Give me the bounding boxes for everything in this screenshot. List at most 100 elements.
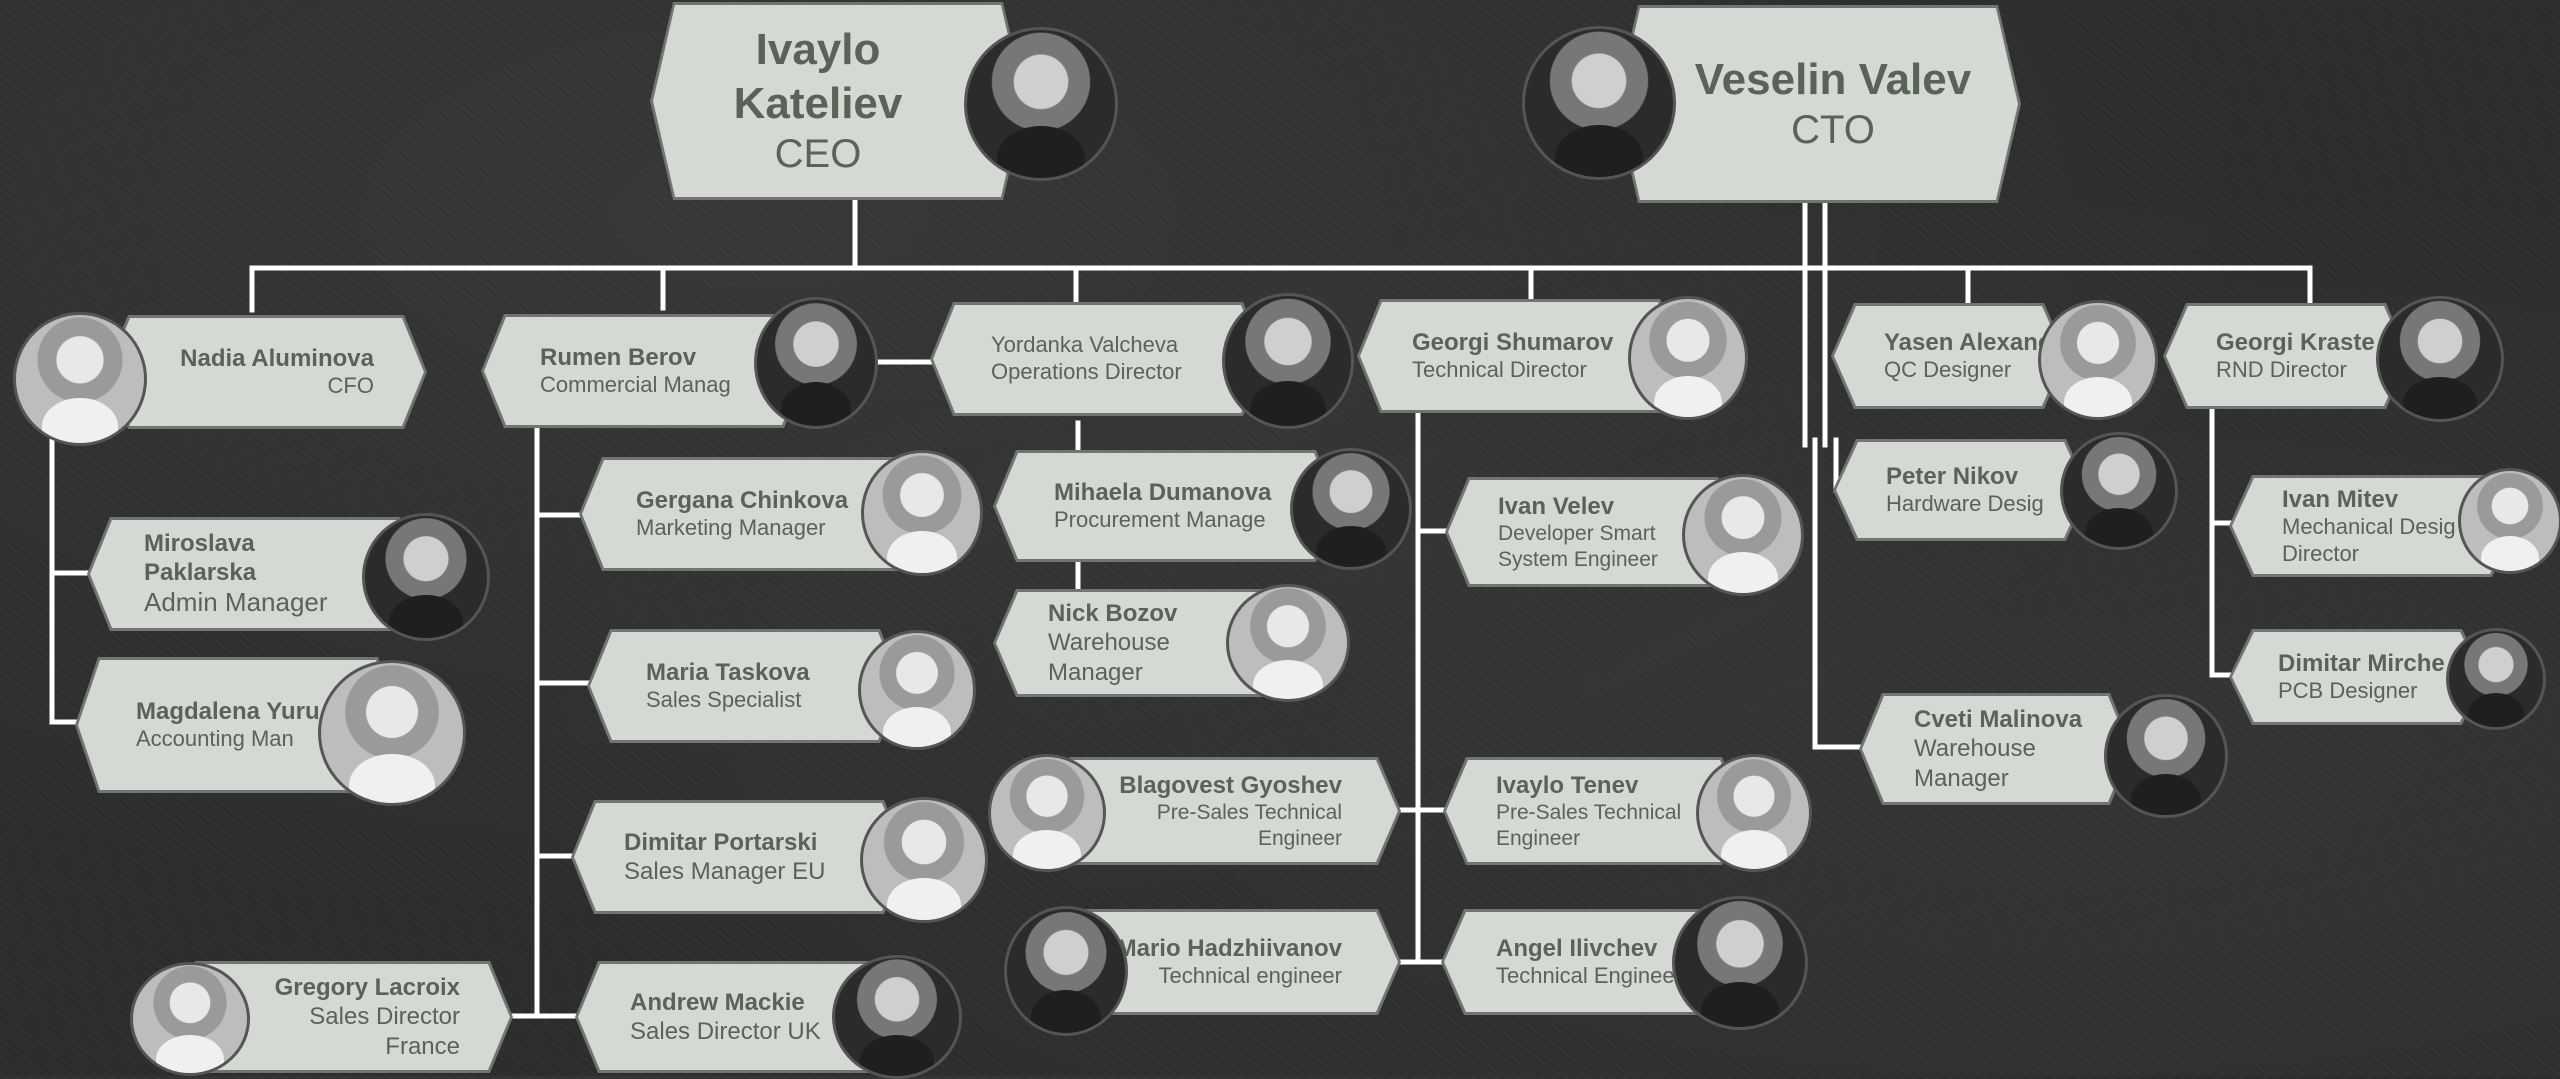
ceo-name-line1: Ivaylo	[755, 24, 881, 74]
mihaela-role: Procurement Manage	[1054, 507, 1266, 533]
georgi-shumarov-name: Georgi Shumarov	[1412, 328, 1614, 356]
rumen-role: Commercial Manag	[540, 372, 731, 398]
nick-role-line1: Warehouse	[1048, 629, 1170, 657]
georgi-krastev-role: RND Director	[2216, 357, 2347, 383]
maria-name: Maria Taskova	[646, 658, 810, 686]
ivan-velev-role-line1: Developer Smart	[1498, 522, 1656, 546]
maria-role: Sales Specialist	[646, 687, 802, 713]
ivan-mitev-avatar	[2458, 468, 2560, 574]
maria-card[interactable]: Maria Taskova Sales Specialist	[590, 632, 900, 740]
cto-card[interactable]: Veselin Valev CTO	[1618, 8, 2018, 200]
ivan-velev-name: Ivan Velev	[1498, 492, 1615, 520]
cveti-role-line1: Warehouse	[1914, 735, 2036, 763]
cveti-name: Cveti Malinova	[1914, 706, 2083, 734]
yordanka-avatar	[1222, 293, 1354, 429]
peter-card[interactable]: Peter Nikov Hardware Desig	[1836, 442, 2086, 538]
georgi-krastev-card[interactable]: Georgi Kraste RND Director	[2166, 306, 2406, 406]
dimitar-mirchev-name: Dimitar Mirche	[2278, 649, 2445, 677]
gregory-role-line1: Sales Director	[309, 1003, 460, 1031]
georgi-krastev-name: Georgi Kraste	[2216, 328, 2375, 356]
yordanka-name: Yordanka Valcheva	[991, 332, 1179, 358]
ivan-velev-avatar	[1682, 474, 1804, 596]
blagovest-avatar	[988, 754, 1106, 872]
georgi-shumarov-card[interactable]: Georgi Shumarov Technical Director	[1360, 302, 1680, 410]
dimitar-mirchev-avatar	[2446, 628, 2546, 730]
nadia-card[interactable]: Nadia Aluminova CFO	[108, 318, 424, 426]
magdalena-avatar	[318, 660, 466, 806]
nadia-name: Nadia Aluminova	[180, 344, 374, 372]
ivan-mitev-name: Ivan Mitev	[2282, 485, 2399, 513]
dimitar-portarski-role: Sales Manager EU	[624, 858, 826, 885]
mihaela-name: Mihaela Dumanova	[1054, 478, 1272, 506]
yordanka-card[interactable]: Yordanka Valcheva Operations Director	[933, 305, 1263, 413]
dimitar-portarski-name: Dimitar Portarski	[624, 828, 818, 856]
ceo-avatar	[964, 27, 1118, 181]
rumen-name: Rumen Berov	[540, 343, 697, 371]
ivan-velev-role-line2: System Engineer	[1498, 547, 1658, 571]
gergana-role: Marketing Manager	[636, 515, 826, 541]
miroslava-name-line2: Paklarska	[144, 559, 257, 587]
nick-avatar	[1226, 584, 1350, 702]
miroslava-role: Admin Manager	[144, 587, 328, 618]
ivaylo-tenev-role-line2: Engineer	[1496, 826, 1581, 850]
blagovest-card[interactable]: Blagovest Gyoshev Pre-Sales Technical En…	[1050, 760, 1398, 862]
ceo-name-line2: Kateliev	[733, 78, 903, 128]
gergana-name: Gergana Chinkova	[636, 486, 849, 514]
ivaylo-tenev-name: Ivaylo Tenev	[1496, 771, 1639, 799]
gregory-name: Gregory Lacroix	[274, 974, 460, 1002]
ivaylo-tenev-avatar	[1696, 754, 1812, 872]
mihaela-avatar	[1290, 448, 1412, 570]
yasen-role: QC Designer	[1884, 357, 2012, 383]
ivan-mitev-role-line1: Mechanical Desig	[2282, 513, 2456, 539]
magdalena-name: Magdalena Yuru	[136, 697, 320, 725]
nick-name: Nick Bozov	[1048, 600, 1178, 628]
peter-avatar	[2060, 432, 2178, 550]
nadia-avatar	[13, 312, 147, 446]
rumen-avatar	[754, 297, 878, 429]
georgi-shumarov-role: Technical Director	[1412, 357, 1587, 383]
rumen-card[interactable]: Rumen Berov Commercial Manag	[484, 317, 804, 425]
andrew-role: Sales Director UK	[630, 1018, 821, 1045]
ceo-role: CEO	[774, 132, 862, 177]
ivan-mitev-role-line2: Director	[2282, 540, 2360, 566]
yasen-name: Yasen Alexano	[1884, 328, 2053, 356]
andrew-avatar	[832, 955, 962, 1079]
angel-role: Technical Engineer	[1496, 963, 1682, 989]
angel-avatar	[1672, 896, 1808, 1030]
dimitar-portarski-card[interactable]: Dimitar Portarski Sales Manager EU	[574, 803, 904, 911]
mario-avatar	[1004, 906, 1128, 1036]
gergana-avatar	[861, 450, 983, 576]
gregory-avatar	[130, 962, 250, 1076]
blagovest-role-line1: Pre-Sales Technical	[1156, 801, 1342, 825]
cveti-avatar	[2104, 694, 2228, 818]
dimitar-mirchev-card[interactable]: Dimitar Mirche PCB Designer	[2232, 632, 2482, 722]
georgi-krastev-avatar	[2376, 296, 2504, 422]
yasen-avatar	[2038, 300, 2158, 420]
ivaylo-tenev-role-line1: Pre-Sales Technical	[1496, 801, 1682, 825]
georgi-shumarov-avatar	[1628, 296, 1748, 420]
miroslava-avatar	[362, 513, 490, 641]
cveti-card[interactable]: Cveti Malinova Warehouse Manager	[1862, 696, 2130, 802]
nick-role-line2: Manager	[1048, 658, 1143, 686]
miroslava-name-line1: Miroslava	[144, 529, 255, 557]
magdalena-role: Accounting Man	[136, 726, 294, 752]
peter-name: Peter Nikov	[1886, 462, 2019, 490]
ceo-card[interactable]: Ivaylo Kateliev CEO	[653, 5, 1023, 197]
ivaylo-tenev-card[interactable]: Ivaylo Tenev Pre-Sales Technical Enginee…	[1446, 760, 1742, 862]
angel-name: Angel Ilivchev	[1496, 934, 1658, 962]
cveti-role-line2: Manager	[1914, 764, 2009, 792]
cto-avatar	[1522, 26, 1676, 180]
yasen-card[interactable]: Yasen Alexano QC Designer	[1834, 306, 2064, 406]
blagovest-role-line2: Engineer	[1257, 826, 1342, 850]
yordanka-role: Operations Director	[991, 359, 1182, 384]
cto-role: CTO	[1791, 108, 1875, 153]
maria-avatar	[858, 630, 976, 750]
mario-name: Mario Hadzhiivanov	[1116, 934, 1342, 962]
dimitar-mirchev-role: PCB Designer	[2278, 678, 2418, 704]
gregory-role-line2: France	[385, 1032, 460, 1060]
dimitar-portarski-avatar	[860, 797, 988, 923]
nadia-role: CFO	[327, 373, 374, 399]
mihaela-card[interactable]: Mihaela Dumanova Procurement Manage	[996, 453, 1336, 559]
andrew-name: Andrew Mackie	[630, 988, 805, 1016]
blagovest-name: Blagovest Gyoshev	[1119, 771, 1342, 799]
